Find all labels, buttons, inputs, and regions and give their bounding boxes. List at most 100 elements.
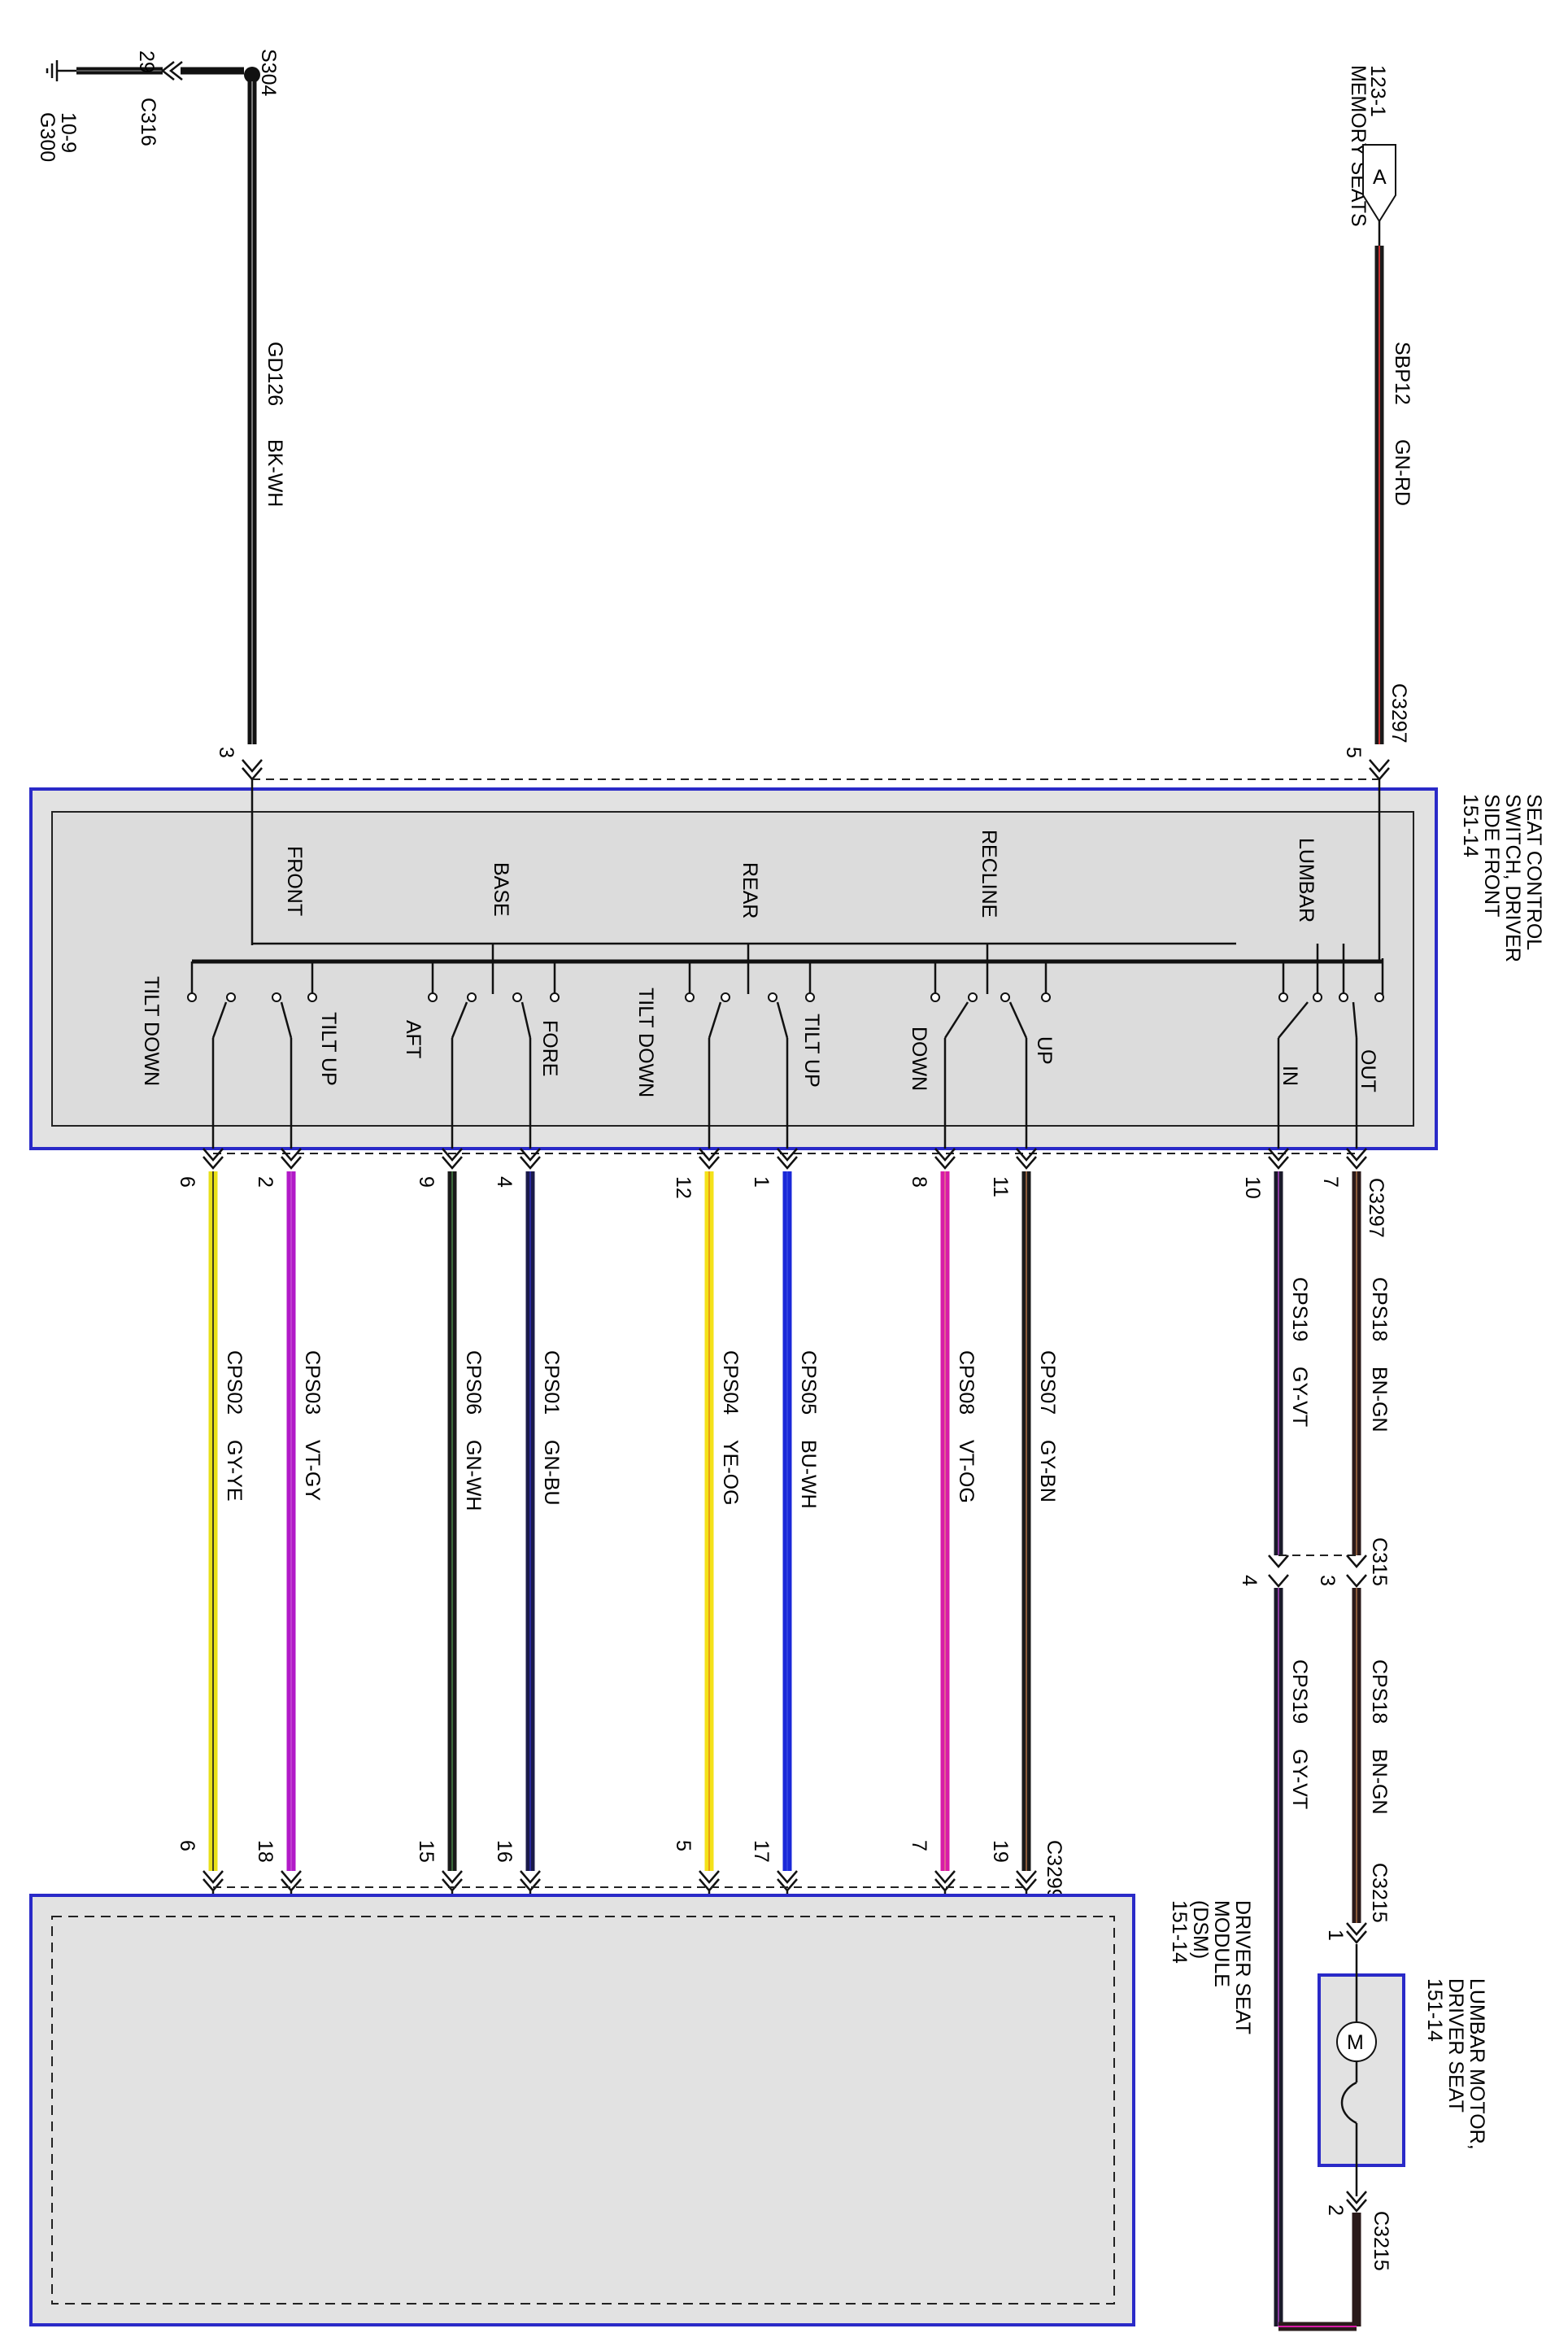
base-fore-label: FORE xyxy=(538,1020,561,1076)
dsm-circuit-label-wrap: CPS01 xyxy=(540,1350,563,1415)
module-pin-chevron-a xyxy=(777,1870,798,1884)
splice-s304-icon xyxy=(244,67,260,83)
switch-base: FORE AFT xyxy=(402,944,561,1149)
switch-lumbar: OUT IN xyxy=(1277,944,1384,1149)
dsm-circuit-label: CPS07 xyxy=(1036,1350,1059,1415)
dsm-color-label-wrap: GY-YE xyxy=(223,1440,246,1502)
dsm-module-pin: 19 xyxy=(989,1840,1012,1863)
dsm-module-pin-wrap: 5 xyxy=(672,1840,695,1851)
group-recline-label: RECLINE xyxy=(978,830,1000,918)
lumbar-in-color-2: GY-VT xyxy=(1288,1749,1311,1809)
memory-letter: A xyxy=(1373,166,1387,189)
switch-pin-chevron-a xyxy=(699,1148,720,1162)
dsm-circuit-label-wrap: CPS08 xyxy=(955,1350,978,1415)
dsm-switch-pin-wrap: 8 xyxy=(908,1176,930,1188)
dsm-module-pin-wrap: 15 xyxy=(415,1840,438,1863)
switch-pin-chevron-a xyxy=(777,1148,798,1162)
dsm-module-pin: 7 xyxy=(908,1840,930,1851)
switch-pin-chevron-b xyxy=(1016,1156,1037,1170)
lumbar-out-circuit-2: CPS18 xyxy=(1368,1659,1391,1724)
dsm-title-3: (DSM) xyxy=(1189,1900,1212,1959)
ground-ref-label: G300 xyxy=(36,112,59,162)
module-pin-chevron-a xyxy=(520,1870,541,1884)
dsm-circuit-label-wrap: CPS05 xyxy=(797,1350,820,1415)
dsm-module-pin: 17 xyxy=(750,1840,773,1863)
group-front-label: FRONT xyxy=(283,846,306,916)
switch-title-1: SEAT CONTROL xyxy=(1522,794,1545,950)
dsm-title-2: MODULE xyxy=(1210,1900,1233,1987)
dsm-color-label-wrap: VT-OG xyxy=(955,1440,978,1503)
rear-tiltdown-label: TILT DOWN xyxy=(634,988,657,1097)
dsm-switch-pin: 6 xyxy=(176,1176,198,1188)
ground-pin-label: 29 xyxy=(135,50,158,73)
dsm-circuit-label: CPS05 xyxy=(797,1350,820,1415)
driver-seat-module: DRIVER SEAT MODULE (DSM) 151-14 xyxy=(29,1894,1254,2326)
dsm-circuit-label: CPS01 xyxy=(540,1350,563,1415)
dsm-circuit-label: CPS02 xyxy=(223,1350,246,1415)
dsm-color-label: GN-BU xyxy=(540,1440,563,1506)
power-switch-pin: 5 xyxy=(1342,747,1365,758)
switch-pin-chevron-a xyxy=(281,1148,302,1162)
dsm-color-label-wrap: GY-BN xyxy=(1036,1440,1059,1502)
dsm-module-pin-wrap: 17 xyxy=(750,1840,773,1863)
c315-in-pin: 4 xyxy=(1238,1575,1261,1586)
dsm-switch-pin: 1 xyxy=(750,1176,773,1188)
dsm-module-pin-wrap: 18 xyxy=(254,1840,277,1863)
dsm-color-label-wrap: YE-OG xyxy=(719,1440,742,1506)
switch-pin-chevron-b xyxy=(777,1156,798,1170)
switch-pin-chevron-a xyxy=(1016,1148,1037,1162)
memory-section: 123-1 MEMORY SEATS A xyxy=(1347,65,1396,246)
dsm-circuit-label-wrap: CPS06 xyxy=(462,1350,485,1415)
lumbar-in-color: GY-VT xyxy=(1288,1367,1311,1427)
lumbar-in-circuit: CPS19 xyxy=(1288,1277,1311,1341)
dsm-color-label: GN-WH xyxy=(462,1440,485,1511)
dsm-color-label-wrap: GN-WH xyxy=(462,1440,485,1511)
dsm-switch-pin-wrap: 6 xyxy=(176,1176,198,1188)
dsm-color-label: BU-WH xyxy=(797,1440,820,1509)
base-aft-label: AFT xyxy=(402,1020,425,1058)
dsm-circuit-label: CPS08 xyxy=(955,1350,978,1415)
front-tiltdown-label: TILT DOWN xyxy=(140,976,163,1086)
dsm-circuit-label-wrap: CPS02 xyxy=(223,1350,246,1415)
lumbar-wiring: C3297 7 10 CPS18 BN-GN CPS19 GY-VT C315 … xyxy=(1238,1148,1391,2326)
power-color-label: GN-RD xyxy=(1391,439,1413,506)
motor-pin-2: 2 xyxy=(1324,2204,1347,2216)
ground-icon xyxy=(46,60,76,81)
dsm-switch-pin: 11 xyxy=(989,1176,1012,1197)
switch-pin-chevron-b xyxy=(520,1156,541,1170)
dsm-ref: 151-14 xyxy=(1168,1900,1191,1964)
switch-pin-chevron-b xyxy=(281,1156,302,1170)
ground-wire: GD126 BK-WH 3 xyxy=(215,81,286,781)
dsm-circuit-label: CPS06 xyxy=(462,1350,485,1415)
group-rear-label: REAR xyxy=(738,862,761,918)
switch-pin-chevron-b xyxy=(934,1156,956,1170)
connector-c316-icon xyxy=(160,61,183,81)
dsm-switch-pin-wrap: 9 xyxy=(415,1176,438,1188)
dsm-color-label: VT-GY xyxy=(301,1440,324,1501)
dsm-module-pin-wrap: 7 xyxy=(908,1840,930,1851)
switch-rear: TILT UP TILT DOWN xyxy=(634,944,823,1149)
lumbar-out-color: BN-GN xyxy=(1368,1367,1391,1432)
dsm-module-pin: 5 xyxy=(672,1840,695,1851)
module-pin-chevron-a xyxy=(442,1870,463,1884)
c315-out-pin: 3 xyxy=(1316,1575,1339,1586)
motor-title-2: DRIVER SEAT xyxy=(1444,1978,1467,2113)
memory-connector-icon: A xyxy=(1362,144,1396,223)
switch-pin-chevron-a xyxy=(442,1148,463,1162)
dsm-color-label-wrap: BU-WH xyxy=(797,1440,820,1509)
rear-tiltup-label: TILT UP xyxy=(800,1014,823,1088)
dsm-circuit-label: CPS03 xyxy=(301,1350,324,1415)
dsm-module-pin: 6 xyxy=(176,1840,198,1851)
dsm-color-label: GY-YE xyxy=(223,1440,246,1502)
dsm-color-label: YE-OG xyxy=(719,1440,742,1506)
dsm-switch-pin: 2 xyxy=(254,1176,277,1188)
ground-switch-pin: 3 xyxy=(215,747,237,758)
lumbar-out-circuit: CPS18 xyxy=(1368,1277,1391,1341)
ground-circuit-label: GD126 xyxy=(264,342,286,406)
group-lumbar-label: LUMBAR xyxy=(1295,838,1318,922)
recline-up-label: UP xyxy=(1033,1036,1056,1065)
module-pin-chevron-a xyxy=(1016,1870,1037,1884)
dsm-module-pin: 16 xyxy=(493,1840,516,1863)
power-circuit-label: SBP12 xyxy=(1391,342,1413,405)
